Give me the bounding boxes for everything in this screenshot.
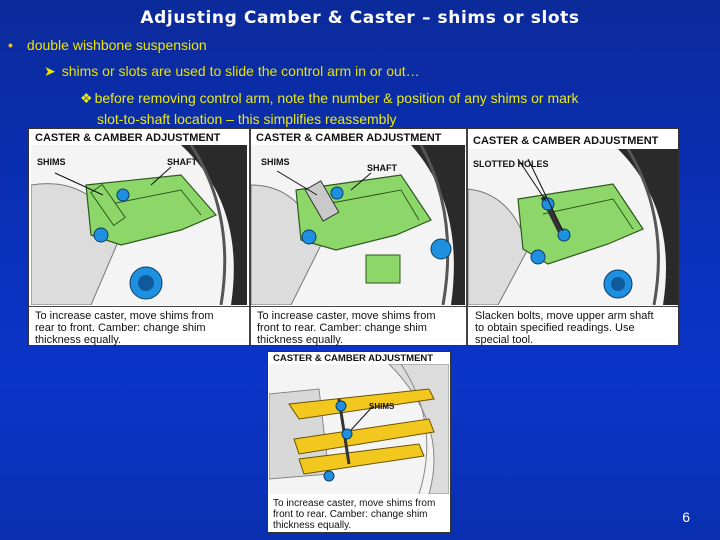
label-shaft: SHAFT (167, 157, 197, 167)
caption-line: To increase caster, move shims from (35, 310, 214, 322)
suspension-diagram-3 (468, 149, 678, 305)
label-shaft: SHAFT (367, 163, 397, 173)
figure-title: CASTER & CAMBER ADJUSTMENT (256, 132, 442, 144)
caption-line: rear to front. Camber: change shim (35, 322, 206, 334)
bullet-text: before removing control arm, note the nu… (94, 90, 579, 106)
divider (466, 129, 468, 345)
caption-line: thickness equally. (273, 520, 352, 531)
caption-line: thickness equally. (35, 334, 122, 346)
label-shims: SHIMS (369, 402, 395, 411)
bullet-level-2: ➤ shims or slots are used to slide the co… (44, 63, 420, 80)
figure-title: CASTER & CAMBER ADJUSTMENT (473, 135, 659, 147)
bullet-level-3: ❖before removing control arm, note the n… (80, 88, 708, 130)
caption-line: thickness equally. (257, 334, 344, 346)
caption-line: front to rear. Camber: change shim (273, 509, 428, 520)
label-shims: SHIMS (261, 157, 290, 167)
divider (249, 129, 251, 345)
caption-line: To increase caster, move shims from (257, 310, 436, 322)
slide-title: Adjusting Camber & Caster – shims or slo… (140, 8, 580, 28)
figure-caption: Slacken bolts, move upper arm shaft to o… (475, 310, 654, 346)
caption-line: to obtain specified readings. Use (475, 322, 635, 334)
figure-strip: CASTER & CAMBER ADJUSTMENT SHIMS SHAFT T… (28, 128, 679, 346)
label-shims: SHIMS (37, 157, 66, 167)
figure-caption: To increase caster, move shims from rear… (35, 310, 214, 346)
figure-caption: To increase caster, move shims from fron… (273, 498, 435, 531)
caption-line: front to rear. Camber: change shim (257, 322, 427, 334)
divider (29, 306, 678, 307)
figure-bottom: CASTER & CAMBER ADJUSTMENT SHIMS To incr… (267, 351, 451, 533)
caption-line: special tool. (475, 334, 534, 346)
caption-line: To increase caster, move shims from (273, 498, 436, 509)
figure-caption: To increase caster, move shims from fron… (257, 310, 436, 346)
page-number: 6 (682, 509, 690, 525)
bullet-dot-icon: • (8, 37, 13, 53)
figure-title: CASTER & CAMBER ADJUSTMENT (35, 132, 221, 144)
label-slotted-holes: SLOTTED HOLES (473, 159, 549, 169)
bullet-level-1: • double wishbone suspension (8, 37, 207, 53)
suspension-diagram-1 (31, 145, 247, 305)
arrow-bullet-icon: ➤ (44, 63, 56, 79)
bullet-text-continued: slot-to-shaft location – this simplifies… (97, 111, 397, 127)
bullet-text: shims or slots are used to slide the con… (61, 63, 420, 79)
caption-line: Slacken bolts, move upper arm shaft (475, 310, 654, 322)
bullet-text: double wishbone suspension (26, 37, 207, 53)
diamond-bullet-icon: ❖ (80, 90, 93, 106)
suspension-diagram-4 (269, 364, 449, 494)
suspension-diagram-2 (251, 145, 465, 305)
figure-title: CASTER & CAMBER ADJUSTMENT (273, 353, 434, 364)
